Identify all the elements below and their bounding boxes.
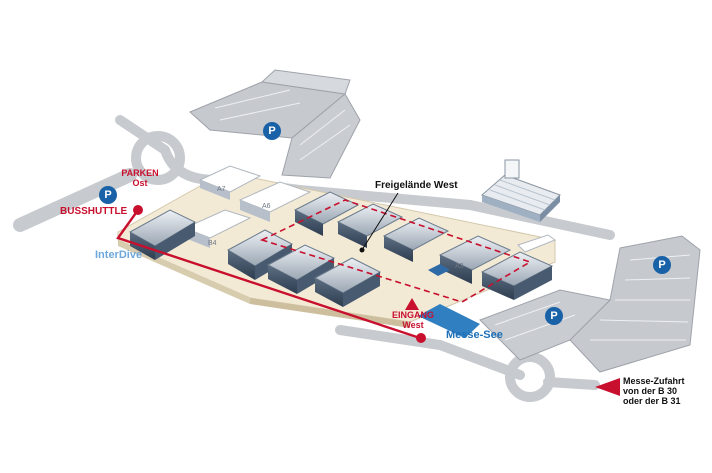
- entrance-west-marker: [405, 298, 419, 310]
- eingang-west-line1: EINGANG: [391, 310, 434, 320]
- messe-see-lake: [418, 304, 480, 338]
- parking-ost-icon: P: [99, 186, 117, 204]
- interdive-label: InterDive: [95, 249, 143, 261]
- parking-north-icon: P: [263, 122, 281, 140]
- parking-southeast-icon: P: [545, 307, 563, 325]
- freigelaende-west-pointer: [361, 192, 399, 251]
- messe-zufahrt-line3: oder der B 31: [623, 396, 681, 406]
- eingang-west-line2: West: [402, 320, 424, 330]
- freigelaende-west-label: Freigelände West: [375, 180, 458, 191]
- parken-ost-label: PARKEN Ost: [120, 168, 160, 188]
- building-northeast: [481, 159, 561, 222]
- parking-east-icon: P: [653, 256, 671, 274]
- hall-label-a3: A3: [455, 263, 464, 270]
- busshuttle-route: [116, 209, 421, 340]
- hall-label-b4: B4: [208, 240, 217, 247]
- parken-ost-line2: Ost: [132, 178, 148, 188]
- messe-see-label: Messe-See: [446, 329, 503, 341]
- busshuttle-stop-end: [416, 333, 426, 343]
- freigelaende-west-pointer-dot: [359, 247, 365, 253]
- busshuttle-stop-start: [133, 205, 143, 215]
- hall-label-a7: A7: [217, 186, 226, 193]
- messe-zufahrt-line2: von der B 30: [623, 386, 678, 396]
- eingang-west-label: EINGANG West: [388, 310, 438, 330]
- access-road-arrow: [595, 378, 620, 396]
- hall-label-a6: A6: [262, 203, 271, 210]
- freigelaende-west-outline: [259, 199, 532, 303]
- busshuttle-label: BUSSHUTTLE: [60, 206, 128, 217]
- messe-zufahrt-line1: Messe-Zufahrt: [623, 376, 685, 386]
- barrel-halls-west: [128, 209, 382, 307]
- parken-ost-line1: PARKEN: [121, 168, 159, 178]
- messe-zufahrt-label: Messe-Zufahrt von der B 30 oder der B 31: [623, 376, 685, 406]
- parking-lot-north: [189, 69, 361, 179]
